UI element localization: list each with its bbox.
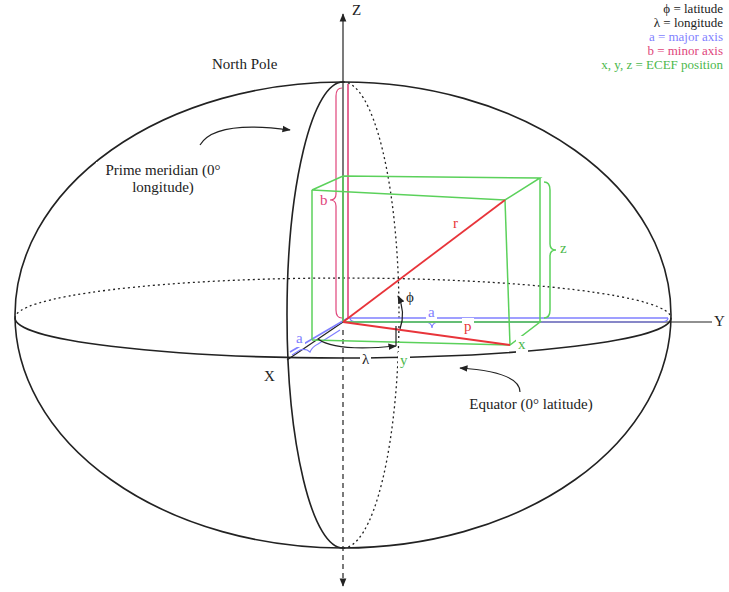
major-axis-brace-x bbox=[292, 330, 340, 355]
major-axis-symbol: a bbox=[426, 304, 437, 321]
radius-line bbox=[343, 200, 505, 322]
latitude-arc bbox=[398, 296, 403, 329]
minor-axis-line bbox=[347, 84, 349, 318]
y-symbol: y bbox=[398, 352, 410, 369]
minor-axis-brace bbox=[330, 88, 342, 318]
z-axis bbox=[342, 14, 343, 322]
meridian-front bbox=[287, 82, 343, 548]
height-symbol: z bbox=[558, 240, 569, 257]
longitude-symbol: λ bbox=[360, 351, 371, 368]
legend-text: λ = longitude bbox=[652, 16, 725, 30]
longitude-arc bbox=[318, 339, 396, 348]
major-axis-line bbox=[348, 317, 668, 319]
legend-text: ϕ = latitude bbox=[661, 2, 725, 16]
ecef-box bbox=[312, 176, 556, 345]
p-symbol: p bbox=[462, 318, 474, 335]
legend-text: x, y, z = ECEF position bbox=[599, 58, 725, 72]
axis-label: Y bbox=[712, 313, 727, 330]
axis-label: X bbox=[262, 368, 277, 385]
z-axis-lower bbox=[342, 330, 343, 586]
legend-text: b = minor axis bbox=[645, 44, 725, 58]
axis-label: Z bbox=[350, 2, 363, 19]
minor-axis-symbol: b bbox=[318, 192, 330, 209]
meridian-label: Prime meridian (0° longitude) bbox=[96, 162, 230, 196]
major-axis-symbol: a bbox=[294, 330, 305, 347]
meridian-leader bbox=[200, 127, 290, 145]
x-symbol: x bbox=[516, 336, 528, 353]
latitude-symbol: ϕ bbox=[404, 289, 416, 306]
equator-leader bbox=[460, 368, 520, 392]
p-line bbox=[343, 322, 510, 345]
pole-label: North Pole bbox=[210, 56, 279, 73]
equator-label: Equator (0° latitude) bbox=[464, 396, 598, 413]
legend-text: a = major axis bbox=[647, 30, 725, 44]
radius-symbol: r bbox=[451, 215, 460, 232]
longitude-tick bbox=[395, 326, 396, 346]
